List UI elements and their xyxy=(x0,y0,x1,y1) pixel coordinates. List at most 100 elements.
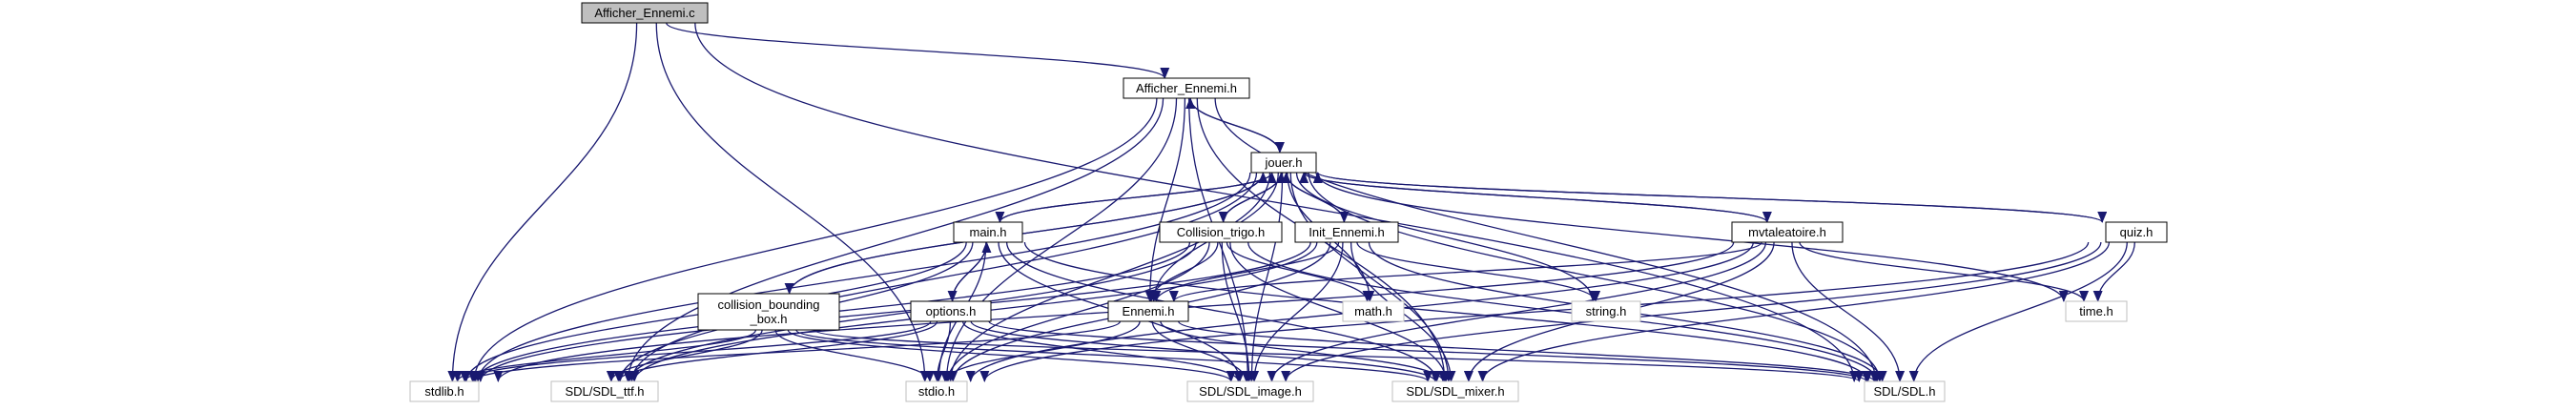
edge-ennemi_h-to-sdl_mixer_h xyxy=(1160,320,1449,382)
node-label: SDL/SDL_image.h xyxy=(1199,384,1302,399)
node-string-h: string.h xyxy=(1571,300,1641,322)
node-label: Afficher_Ennemi.h xyxy=(1136,81,1237,95)
node-label: jouer.h xyxy=(1264,155,1302,170)
edge-init_ennemi_h-to-jouer_h xyxy=(1281,172,1346,223)
node-box xyxy=(581,2,709,24)
edge-ennemi_h-to-sdl_h xyxy=(1178,320,1879,382)
node-box xyxy=(697,293,840,331)
node-label: quiz.h xyxy=(2120,225,2154,239)
node-init-ennemi-h[interactable]: Init_Ennemi.h xyxy=(1294,221,1399,243)
node-box xyxy=(1571,300,1641,322)
node-label: time.h xyxy=(2079,304,2112,318)
edge-afficher_c-to-sdl_h xyxy=(694,22,1860,382)
edge-mvtaleatoire_h-to-sdl_h xyxy=(1791,241,1906,382)
node-box xyxy=(1186,380,1314,402)
node-label: main.h xyxy=(969,225,1006,239)
edge-afficher_h-to-stdio_h xyxy=(941,97,1178,382)
node-label: Collision_trigo.h xyxy=(1177,225,1266,239)
node-stdlib-h: stdlib.h xyxy=(409,380,480,402)
node-label: stdlib.h xyxy=(424,384,464,399)
edge-quiz_h-to-jouer_h xyxy=(1313,172,2103,223)
node-label: Init_Ennemi.h xyxy=(1309,225,1385,239)
node-sdl-ttf-h: SDL/SDL_ttf.h xyxy=(550,380,659,402)
edge-afficher_c-to-stdlib_h xyxy=(447,22,638,382)
edge-mvtaleatoire_h-to-time_h xyxy=(1799,241,2089,302)
edge-ennemi_h-to-stdlib_h xyxy=(467,320,1122,382)
edge-ennemi_h-to-stdio_h xyxy=(939,320,1141,382)
node-box xyxy=(1123,77,1250,99)
edge-quiz_h-to-sdl_h xyxy=(1908,241,2128,382)
node-afficher-h[interactable]: Afficher_Ennemi.h xyxy=(1123,77,1250,99)
node-label: SDL/SDL.h xyxy=(1873,384,1935,399)
node-collision-trigo-h[interactable]: Collision_trigo.h xyxy=(1159,221,1283,243)
node-box xyxy=(2065,300,2128,322)
node-box xyxy=(550,380,659,402)
node-box xyxy=(409,380,480,402)
node-stdio-h: stdio.h xyxy=(905,380,968,402)
edge-jouer_h-to-sdl_h xyxy=(1308,172,1885,382)
node-main-h[interactable]: main.h xyxy=(953,221,1023,243)
edge-ennemi_h-to-sdl_image_h xyxy=(1151,320,1251,382)
node-ennemi-h[interactable]: Ennemi.h xyxy=(1107,300,1189,322)
edge-init_ennemi_h-to-sdl_image_h xyxy=(1249,241,1344,382)
edge-quiz_h-to-stdio_h xyxy=(979,241,2090,382)
edge-options_h-to-main_h xyxy=(951,241,992,302)
edge-mvtaleatoire_h-to-sdl_image_h xyxy=(1267,241,1767,382)
node-quiz-h[interactable]: quiz.h xyxy=(2105,221,2168,243)
node-label: _box.h xyxy=(749,312,787,326)
edge-collision_trigo_h-to-sdl_h xyxy=(1247,241,1883,382)
edge-afficher_h-to-stdlib_h xyxy=(469,97,1158,382)
node-box xyxy=(1864,380,1946,402)
edge-collision_trigo_h-to-jouer_h xyxy=(1222,172,1287,223)
node-mvtaleatoire-h[interactable]: mvtaleatoire.h xyxy=(1731,221,1844,243)
node-sdl-h: SDL/SDL.h xyxy=(1864,380,1946,402)
node-box xyxy=(1391,380,1519,402)
node-box xyxy=(953,221,1023,243)
edge-init_ennemi_h-to-ennemi_h xyxy=(1151,241,1340,302)
node-time-h: time.h xyxy=(2065,300,2128,322)
node-label: options.h xyxy=(926,304,977,318)
edge-collision_bb_h-to-sdl_ttf_h xyxy=(606,329,763,382)
node-label: collision_bounding xyxy=(718,297,820,312)
node-label: string.h xyxy=(1586,304,1627,318)
node-label: SDL/SDL_ttf.h xyxy=(565,384,644,399)
node-collision-bb-h[interactable]: collision_bounding_box.h xyxy=(697,293,840,331)
node-box xyxy=(905,380,968,402)
edge-jouer_h-to-stdlib_h xyxy=(473,172,1251,382)
node-jouer-h[interactable]: jouer.h xyxy=(1250,152,1317,174)
edge-jouer_h-to-time_h xyxy=(1315,172,2069,302)
edge-collision_bb_h-to-sdl_mixer_h xyxy=(795,329,1432,382)
node-sdl-image-h: SDL/SDL_image.h xyxy=(1186,380,1314,402)
edge-collision_bb_h-to-jouer_h xyxy=(788,172,1268,295)
node-box xyxy=(2105,221,2168,243)
edge-jouer_h-to-sdl_image_h xyxy=(1247,172,1284,382)
edge-options_h-to-sdl_image_h xyxy=(961,320,1244,382)
node-box xyxy=(910,300,992,322)
node-label: math.h xyxy=(1354,304,1392,318)
edge-quiz_h-to-sdl_mixer_h xyxy=(1477,241,2111,382)
edge-collision_trigo_h-to-sdl_mixer_h xyxy=(1229,241,1452,382)
edge-collision_trigo_h-to-stdio_h xyxy=(942,241,1210,382)
node-options-h[interactable]: options.h xyxy=(910,300,992,322)
edge-collision_bb_h-to-sdl_image_h xyxy=(787,329,1236,382)
edge-jouer_h-to-afficher_h xyxy=(1185,97,1281,154)
node-box xyxy=(1107,300,1189,322)
node-box xyxy=(1159,221,1283,243)
node-box xyxy=(1250,152,1317,174)
edge-quiz_h-to-sdl_image_h xyxy=(1281,241,2102,382)
edges-layer xyxy=(447,22,2135,382)
node-math-h: math.h xyxy=(1342,300,1405,322)
node-afficher-c[interactable]: Afficher_Ennemi.c xyxy=(581,2,709,24)
edge-afficher_h-to-sdl_ttf_h xyxy=(623,97,1164,382)
edge-collision_bb_h-to-stdio_h xyxy=(774,329,935,382)
edge-jouer_h-to-stdio_h xyxy=(945,172,1271,382)
node-box xyxy=(1294,221,1399,243)
node-label: mvtaleatoire.h xyxy=(1748,225,1826,239)
edge-main_h-to-sdl_h xyxy=(1023,241,1873,382)
edge-afficher_h-to-sdl_h xyxy=(1214,97,1881,382)
node-label: SDL/SDL_mixer.h xyxy=(1406,384,1504,399)
edge-mvtaleatoire_h-to-ennemi_h xyxy=(1169,241,1762,302)
